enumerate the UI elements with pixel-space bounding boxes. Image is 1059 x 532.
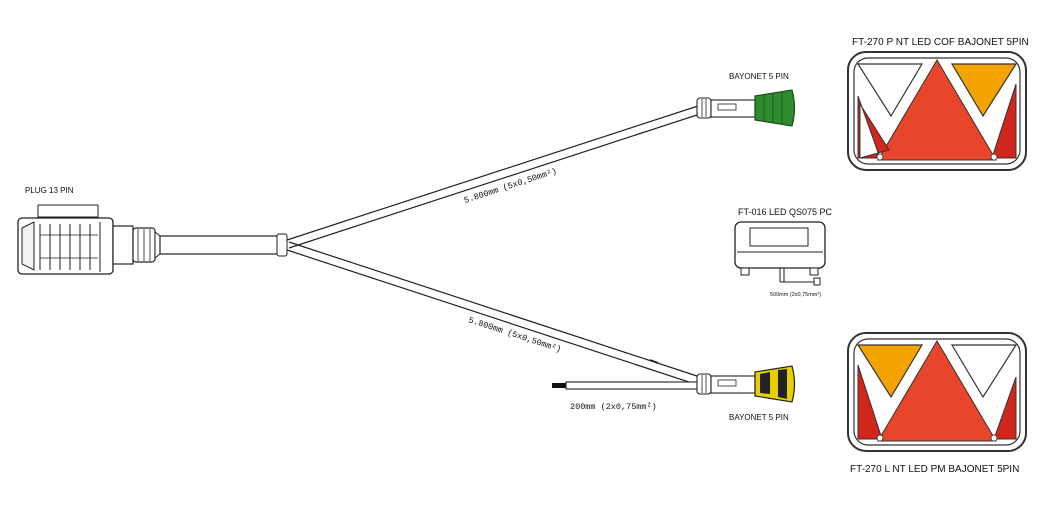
bayonet-top-label: BAYONET 5 PIN: [729, 72, 789, 81]
cable-bottom-length-label: 5.800mm (5x0,50mm²): [467, 315, 562, 354]
short-cable: [552, 381, 701, 390]
bayonet-connector-bottom: [696, 365, 796, 403]
lamp-ft270-l: [847, 332, 1027, 452]
main-cable: [159, 233, 288, 257]
short-cable-label: 200mm (2x0,75mm²): [570, 402, 657, 412]
plate-lamp-label: FT-016 LED QS075 PC: [738, 207, 833, 217]
lamp-top-label: FT-270 P NT LED COF BAJONET 5PIN: [852, 37, 1029, 48]
bayonet-bottom-label: BAYONET 5 PIN: [729, 413, 789, 422]
plug-13-pin: [17, 204, 161, 275]
lamp-ft270-p: [847, 51, 1027, 171]
lower-branch-cable: [286, 241, 701, 386]
upper-branch-cable: [286, 105, 701, 249]
bayonet-connector-top: [696, 89, 796, 127]
plug-label: PLUG 13 PIN: [25, 186, 74, 195]
lamp-bottom-label: FT-270 L NT LED PM BAJONET 5PIN: [850, 464, 1019, 475]
plate-lamp-ft016: [734, 221, 826, 286]
plate-cable-label: 500mm (2x0,75mm²): [770, 292, 821, 298]
